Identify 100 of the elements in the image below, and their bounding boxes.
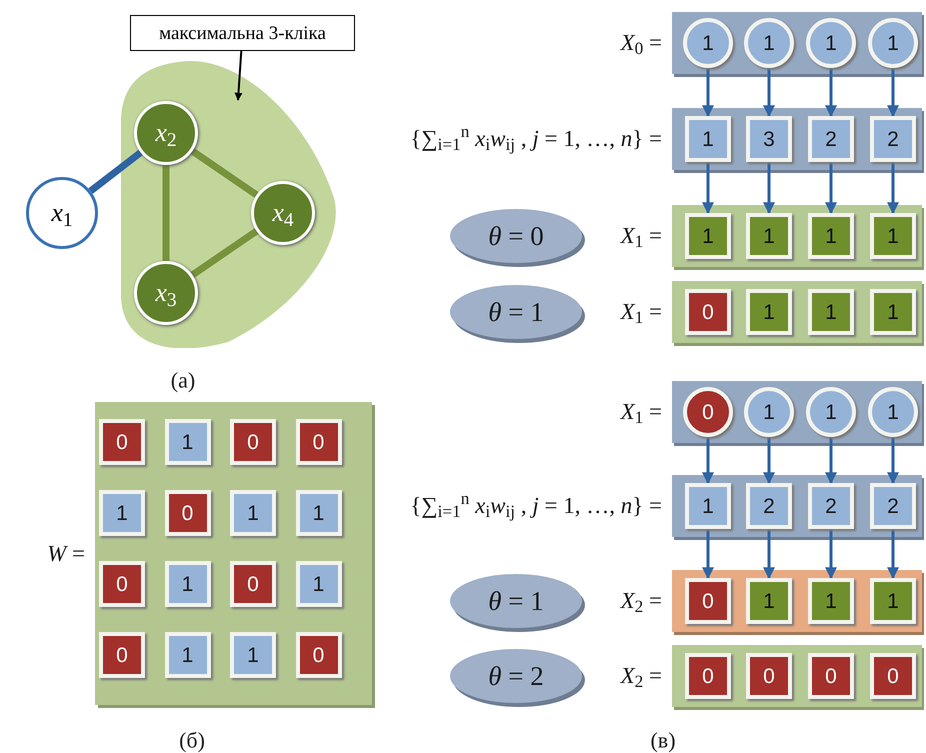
matrix-cell xyxy=(296,632,342,678)
equation-label: X$_{1}$ = xyxy=(620,222,662,254)
value-cell xyxy=(808,653,854,699)
vertex-label: x$_{3}$ xyxy=(155,280,177,306)
cell-value: 1 xyxy=(887,302,899,322)
value-cell xyxy=(808,213,854,259)
matrix-cell xyxy=(164,561,210,607)
cell-value: 1 xyxy=(182,432,194,452)
cell-value: 0 xyxy=(116,574,128,594)
cell-value: 1 xyxy=(702,496,714,516)
arrow xyxy=(825,529,837,580)
value-cell xyxy=(685,213,731,259)
cell-value: 2 xyxy=(825,128,837,150)
threshold-label: θ = 2 xyxy=(488,662,544,690)
cell-value: 0 xyxy=(702,666,714,686)
arrow xyxy=(763,162,775,214)
cell-value: 0 xyxy=(763,666,775,686)
cell-value: 1 xyxy=(825,226,837,246)
value-cell xyxy=(808,116,854,162)
cell-value: 1 xyxy=(825,32,837,54)
cell-value: 2 xyxy=(887,128,899,150)
matrix-cell xyxy=(230,490,276,536)
cell-value: 1 xyxy=(702,226,714,246)
value-cell xyxy=(685,289,731,335)
value-cell xyxy=(870,653,916,699)
equation-label: {∑$_{i=1}$$^{n}$ x$_{i}$w$_{ij}$ , j = 1, …, n} = xyxy=(410,122,662,156)
matrix-cell xyxy=(164,490,210,536)
threshold-label: θ = 0 xyxy=(488,222,544,250)
cell-value: 2 xyxy=(825,496,837,516)
threshold-label: θ = 1 xyxy=(488,298,544,326)
matrix-cell xyxy=(99,419,145,465)
equation-label: X$_{0}$ = xyxy=(620,28,662,60)
graph-edge xyxy=(190,228,259,278)
arrow xyxy=(825,68,837,118)
cell-value: 0 xyxy=(312,644,324,666)
graph-edge xyxy=(190,148,259,198)
cell-value: 0 xyxy=(182,502,194,524)
arrow xyxy=(234,50,242,101)
equation-label: X$_{1}$ = xyxy=(620,298,662,330)
arrow xyxy=(702,162,714,214)
value-cell xyxy=(870,483,916,529)
cell-value: 1 xyxy=(825,402,837,422)
vertex-label: x$_{1}$ xyxy=(51,200,73,226)
value-cell xyxy=(746,653,792,699)
arrow xyxy=(887,529,899,580)
cell-value: 1 xyxy=(247,644,259,666)
matrix-cell xyxy=(164,419,210,465)
equation-label: X$_{1}$ = xyxy=(620,398,662,430)
matrix-cell xyxy=(296,490,342,536)
arrow xyxy=(763,529,775,580)
cell-value: 0 xyxy=(825,666,837,686)
cell-value: 1 xyxy=(702,32,714,54)
cell-value: 1 xyxy=(247,502,259,524)
value-cell xyxy=(746,483,792,529)
cell-value: 1 xyxy=(182,574,194,594)
cell-value: 2 xyxy=(763,496,775,516)
matrix-cell xyxy=(230,561,276,607)
cell-value: 0 xyxy=(702,402,714,422)
cell-value: 1 xyxy=(887,402,899,422)
cell-value: 0 xyxy=(887,666,899,686)
arrow xyxy=(763,437,775,484)
equation-label: W = xyxy=(47,539,85,568)
cell-value: 3 xyxy=(763,128,775,150)
cell-value: 0 xyxy=(247,574,259,594)
panel-caption: (а) xyxy=(170,366,196,394)
cell-value: 1 xyxy=(702,128,714,150)
arrow xyxy=(702,437,714,484)
value-cell xyxy=(685,653,731,699)
equation-label: {∑$_{i=1}$$^{n}$ x$_{i}$w$_{ij}$ , j = 1, …, n} = xyxy=(410,488,662,524)
panel-caption: (в) xyxy=(650,726,676,753)
value-cell xyxy=(746,213,792,259)
matrix-cell xyxy=(230,419,276,465)
cell-value: 0 xyxy=(116,432,128,452)
arrow xyxy=(825,437,837,484)
value-cell xyxy=(808,289,854,335)
cell-value: 2 xyxy=(887,496,899,516)
value-cell xyxy=(870,578,916,624)
value-cell xyxy=(870,116,916,162)
value-cell xyxy=(685,578,731,624)
vertex-label: x$_{2}$ xyxy=(155,120,177,146)
arrow xyxy=(702,68,714,118)
arrow xyxy=(702,529,714,580)
cell-value: 0 xyxy=(312,432,324,452)
cell-value: 1 xyxy=(182,644,194,666)
cell-value: 1 xyxy=(887,226,899,246)
matrix-cell xyxy=(230,632,276,678)
cell-value: 1 xyxy=(825,590,837,612)
cell-value: 0 xyxy=(702,590,714,612)
cell-value: 1 xyxy=(763,302,775,322)
matrix-cell xyxy=(99,490,145,536)
value-cell xyxy=(808,483,854,529)
threshold-label: θ = 1 xyxy=(488,588,544,614)
arrow xyxy=(887,437,899,484)
cell-value: 1 xyxy=(312,574,324,594)
vertex-label: x$_{4}$ xyxy=(272,200,294,226)
matrix-cell xyxy=(164,632,210,678)
cell-value: 0 xyxy=(702,302,714,322)
cell-value: 1 xyxy=(116,502,128,524)
cell-value: 1 xyxy=(763,32,775,54)
cell-value: 1 xyxy=(887,32,899,54)
